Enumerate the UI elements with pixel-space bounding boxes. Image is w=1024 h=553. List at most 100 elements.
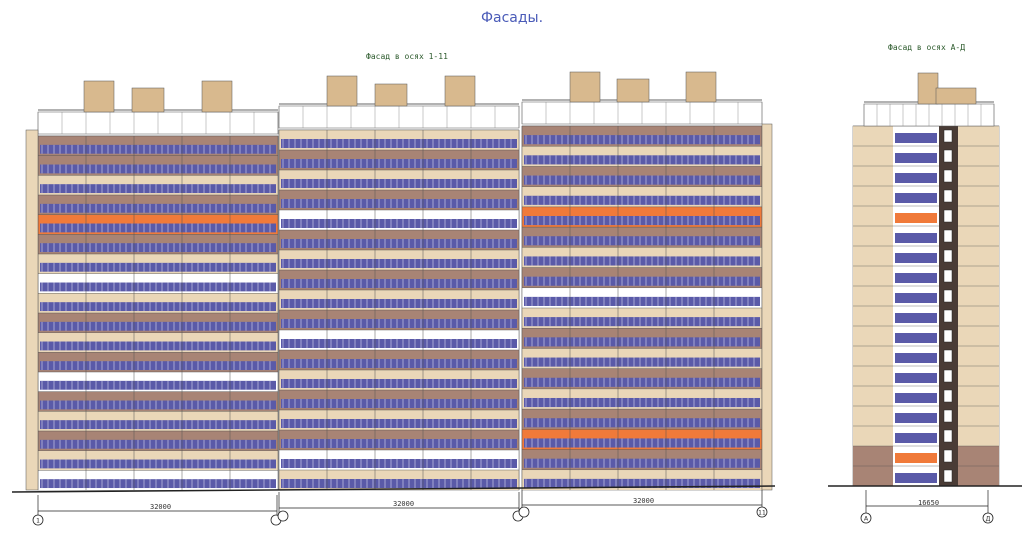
side-facade-window — [895, 153, 937, 163]
stair-window — [943, 249, 953, 263]
section-1-window-band — [40, 321, 276, 331]
side-facade-window — [895, 353, 937, 363]
stair-window — [943, 369, 953, 383]
section-3-window-band — [524, 175, 760, 185]
section-2-window-band — [281, 159, 517, 168]
dimension-label-3: 32000 — [633, 497, 655, 505]
side-facade-window — [895, 253, 937, 263]
section-1-window-band — [40, 243, 276, 253]
section-1-window-band — [40, 341, 276, 351]
side-facade-panel — [853, 126, 893, 146]
section-3-vent-box-1 — [569, 71, 601, 103]
section-2-window-band — [281, 419, 517, 428]
section-3-vent-box-2 — [685, 71, 717, 103]
side-facade-window — [895, 133, 937, 143]
axis-marker-D — [982, 512, 994, 524]
side-facade-panel — [853, 466, 893, 486]
stair-window — [943, 209, 953, 223]
side-facade-panel — [853, 206, 893, 226]
section-3-window-band — [524, 296, 760, 306]
side-facade-panel — [958, 366, 999, 386]
section-2-window-band — [281, 459, 517, 468]
section-1-window-band — [40, 302, 276, 312]
stair-window — [943, 389, 953, 403]
section-2-window-band — [281, 279, 517, 288]
side-facade-window — [895, 373, 937, 383]
stair-window — [943, 349, 953, 363]
side-facade-panel — [958, 266, 999, 286]
section-2-window-band — [281, 399, 517, 408]
section-1-window-band — [40, 420, 276, 430]
section-2-window-band — [281, 339, 517, 348]
axis-marker-D-label: Д — [986, 516, 991, 523]
section-3-window-band — [524, 377, 760, 387]
section-1-window-band — [40, 262, 276, 272]
section-1-vent-box-1 — [83, 80, 115, 113]
section-1-window-band — [40, 184, 276, 194]
section-1-window-band — [40, 223, 276, 233]
stair-window — [943, 449, 953, 463]
stair-window — [943, 429, 953, 443]
section-1-window-band — [40, 361, 276, 371]
section-3-window-band — [524, 397, 760, 408]
section-2-window-band — [281, 199, 517, 208]
side-facade-panel — [853, 406, 893, 426]
side-facade-panel — [853, 286, 893, 306]
section-2-window-band — [281, 259, 517, 268]
side-facade-panel — [853, 166, 893, 186]
side-facade-window — [895, 453, 937, 463]
section-2-window-band — [281, 239, 517, 248]
section-2-window-band — [281, 359, 517, 368]
section-3-window-band — [524, 155, 760, 165]
section-2-window-band — [281, 439, 517, 448]
stair-window — [943, 129, 953, 143]
section-3-window-band — [524, 458, 760, 468]
section-1-vent-box-2 — [201, 80, 233, 113]
section-3-window-band — [524, 236, 760, 246]
side-facade-panel — [853, 446, 893, 466]
section-1-machine-room — [131, 87, 165, 113]
axis-marker-A — [860, 512, 872, 524]
section-3-window-band — [524, 135, 760, 145]
section-2-window-band — [281, 139, 517, 148]
side-facade-panel — [958, 466, 999, 486]
section-3-window-band — [524, 357, 760, 367]
side-facade-panel — [958, 246, 999, 266]
side-facade-panel — [958, 166, 999, 186]
section-3-window-band — [524, 317, 760, 327]
side-facade-panel — [853, 326, 893, 346]
section-2-window-band — [281, 379, 517, 388]
section-2-window-band — [281, 179, 517, 188]
stair-window — [943, 329, 953, 343]
section-1-window-band — [40, 380, 276, 390]
side-facade-window — [895, 193, 937, 203]
stair-window — [943, 309, 953, 323]
side-facade-window — [895, 173, 937, 183]
section-2-window-band — [281, 319, 517, 328]
side-facade-window — [895, 433, 937, 443]
side-facade-panel — [958, 446, 999, 466]
axis-marker-1-label: 1 — [36, 518, 40, 525]
side-facade-panel — [958, 226, 999, 246]
ground-line-main — [11, 485, 776, 493]
side-facade-panel — [853, 146, 893, 166]
side-facade-window — [895, 333, 937, 343]
stair-window — [943, 229, 953, 243]
right-end-wall — [761, 123, 773, 491]
section-2-window-band — [281, 219, 517, 228]
axis-marker-A-label: А — [864, 516, 869, 523]
side-facade-panel — [853, 246, 893, 266]
side-facade-panel — [958, 286, 999, 306]
axis-marker-11 — [756, 506, 768, 518]
side-facade-panel — [853, 186, 893, 206]
side-facade-panel — [853, 306, 893, 326]
side-facade-window — [895, 413, 937, 423]
section-3-window-band — [524, 256, 760, 266]
stair-window — [943, 189, 953, 203]
section-1-window-band — [40, 479, 276, 489]
section-3-window-band — [524, 418, 760, 428]
side-facade-machine-room — [935, 87, 977, 105]
dimension-label-1: 32000 — [150, 503, 172, 511]
section-3-window-band — [524, 276, 760, 286]
